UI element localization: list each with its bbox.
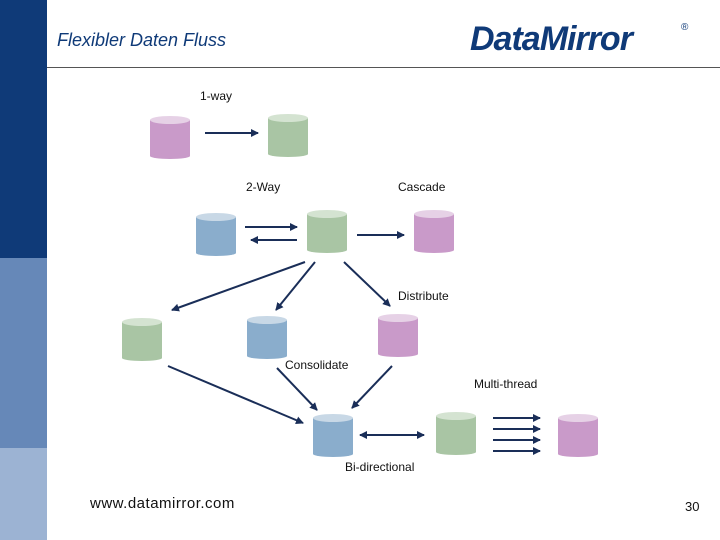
sidebar — [0, 0, 47, 540]
label-bi-directional: Bi-directional — [345, 460, 415, 474]
arrow-distribute-middle — [275, 261, 316, 311]
database-icon-cascade-target — [414, 210, 454, 253]
database-icon-target-1way — [268, 114, 308, 157]
datamirror-logo: DataMirror — [470, 20, 633, 58]
arrow-distribute-left — [171, 261, 306, 312]
label-multi-thread: Multi-thread — [474, 377, 538, 391]
arrow-consolidate-right — [351, 365, 393, 409]
arrow-consolidate-left — [167, 365, 304, 424]
database-icon-distribute-right — [378, 314, 418, 357]
database-icon-consolidate-target — [313, 414, 353, 457]
database-icon-source-1way — [150, 116, 190, 159]
registered-mark: ® — [681, 22, 689, 33]
page-number: 30 — [685, 499, 700, 514]
sidebar-band-dark — [0, 0, 47, 258]
sidebar-band-mid — [0, 258, 47, 448]
label-cascade: Cascade — [398, 180, 446, 194]
label-1way: 1-way — [200, 89, 233, 103]
database-icon-multithread-source — [436, 412, 476, 455]
label-2way: 2-Way — [246, 180, 281, 194]
arrow-distribute-right — [343, 261, 391, 307]
database-icon-multithread-target — [558, 414, 598, 457]
sidebar-band-light — [0, 448, 47, 540]
database-icon-2way-left — [196, 213, 236, 256]
label-distribute: Distribute — [398, 289, 449, 303]
arrow-consolidate-middle — [276, 367, 318, 411]
label-consolidate: Consolidate — [285, 358, 349, 372]
database-icon-distribute-middle — [247, 316, 287, 359]
footer-url: www.datamirror.com — [90, 495, 235, 512]
database-icon-distribute-left — [122, 318, 162, 361]
header-divider — [47, 67, 720, 68]
slide-title: Flexibler Daten Fluss — [57, 30, 227, 50]
database-icon-hub — [307, 210, 347, 253]
